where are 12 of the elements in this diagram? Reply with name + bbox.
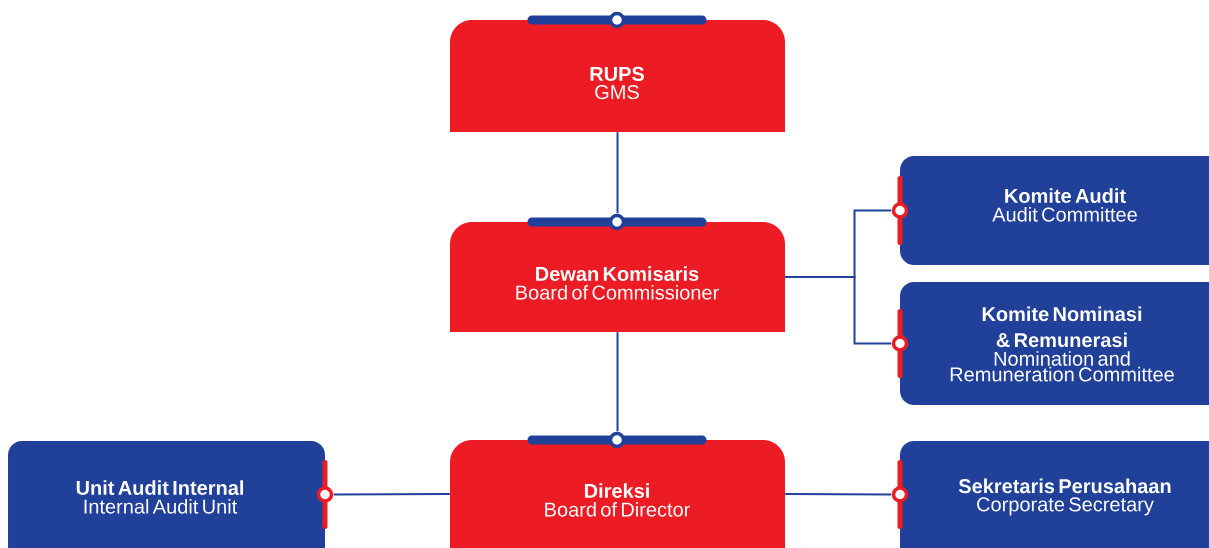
- org-box: Komite Audit Audit Committee: [891, 156, 1209, 265]
- org-box: Komite Nominasi & Remunerasi Nomination and Remuneration Committee: [891, 282, 1209, 405]
- org-box: RUPS GMS: [450, 11, 785, 132]
- org-box: Unit Audit Internal Internal Audit Unit: [8, 441, 334, 548]
- org-box: Dewan Komisaris Board of Commissioner: [450, 213, 785, 332]
- connector-line: [784, 276, 893, 345]
- connector-line: [784, 493, 893, 496]
- connector-line: [616, 131, 619, 215]
- org-box: Direksi Board of Director: [450, 431, 785, 548]
- connector-line: [616, 331, 619, 433]
- org-box: Sekretaris Perusahaan Corporate Secretary: [891, 441, 1209, 548]
- connector-line: [332, 493, 451, 496]
